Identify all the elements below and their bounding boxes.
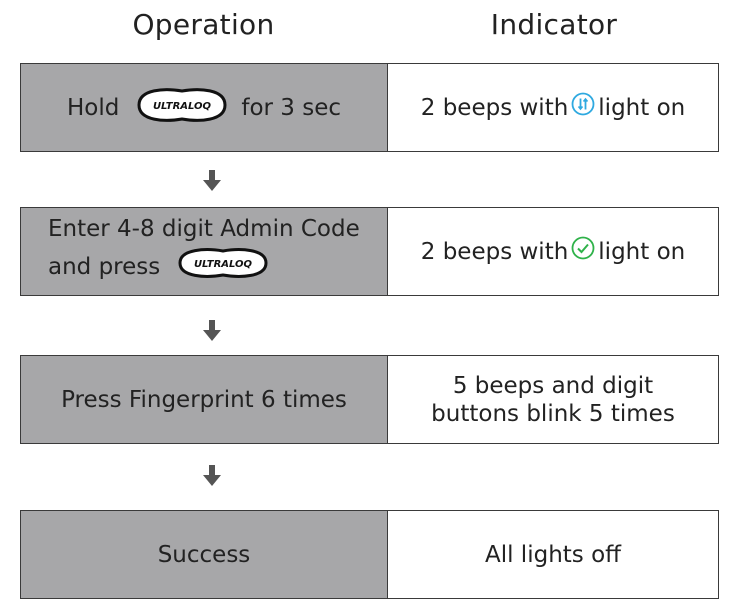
indicator-cell-2: 2 beeps with light on: [388, 208, 718, 295]
step-row-1: Hold ULTRALOQ for 3 sec 2 beeps with lig…: [20, 63, 719, 152]
operation-text-line1: Enter 4-8 digit Admin Code: [48, 216, 360, 242]
ultraloq-button-icon: ULTRALOQ: [135, 85, 229, 131]
operation-header: Operation: [132, 8, 275, 41]
operation-text: Press Fingerprint 6 times: [61, 386, 347, 413]
ultraloq-button-icon: ULTRALOQ: [176, 245, 270, 290]
operation-text-line2: and press: [48, 254, 161, 280]
indicator-cell-4: All lights off: [388, 511, 718, 598]
indicator-text: All lights off: [484, 541, 621, 568]
arrow-down-icon: [203, 170, 221, 191]
indicator-text-post: light on: [598, 238, 686, 265]
indicator-text-pre: 2 beeps with: [420, 94, 569, 121]
svg-text:ULTRALOQ: ULTRALOQ: [194, 259, 253, 270]
arrow-down-icon: [203, 320, 221, 341]
indicator-text-post: light on: [598, 94, 686, 121]
swap-arrows-icon: [571, 92, 595, 123]
indicator-cell-3: 5 beeps and digit buttons blink 5 times: [388, 356, 718, 443]
svg-text:ULTRALOQ: ULTRALOQ: [153, 101, 212, 112]
operation-cell-3: Press Fingerprint 6 times: [21, 356, 388, 443]
operation-text-pre: Hold: [66, 94, 120, 121]
step-row-3: Press Fingerprint 6 times 5 beeps and di…: [20, 355, 719, 444]
indicator-text-line2: buttons blink 5 times: [431, 400, 675, 427]
operation-cell-2: Enter 4-8 digit Admin Code and press ULT…: [21, 208, 388, 295]
check-circle-icon: [571, 236, 595, 267]
operation-cell-4: Success: [21, 511, 388, 598]
arrow-down-icon: [203, 465, 221, 486]
indicator-text-line1: 5 beeps and digit: [452, 372, 654, 399]
operation-text-post: for 3 sec: [241, 94, 342, 121]
step-row-4: Success All lights off: [20, 510, 719, 599]
indicator-text-pre: 2 beeps with: [420, 238, 569, 265]
operation-cell-1: Hold ULTRALOQ for 3 sec: [21, 64, 388, 151]
indicator-header: Indicator: [490, 8, 618, 41]
step-row-2: Enter 4-8 digit Admin Code and press ULT…: [20, 207, 719, 296]
indicator-cell-1: 2 beeps with light on: [388, 64, 718, 151]
operation-text-line2-wrap: and press ULTRALOQ: [48, 245, 387, 290]
operation-text: Success: [157, 541, 251, 568]
